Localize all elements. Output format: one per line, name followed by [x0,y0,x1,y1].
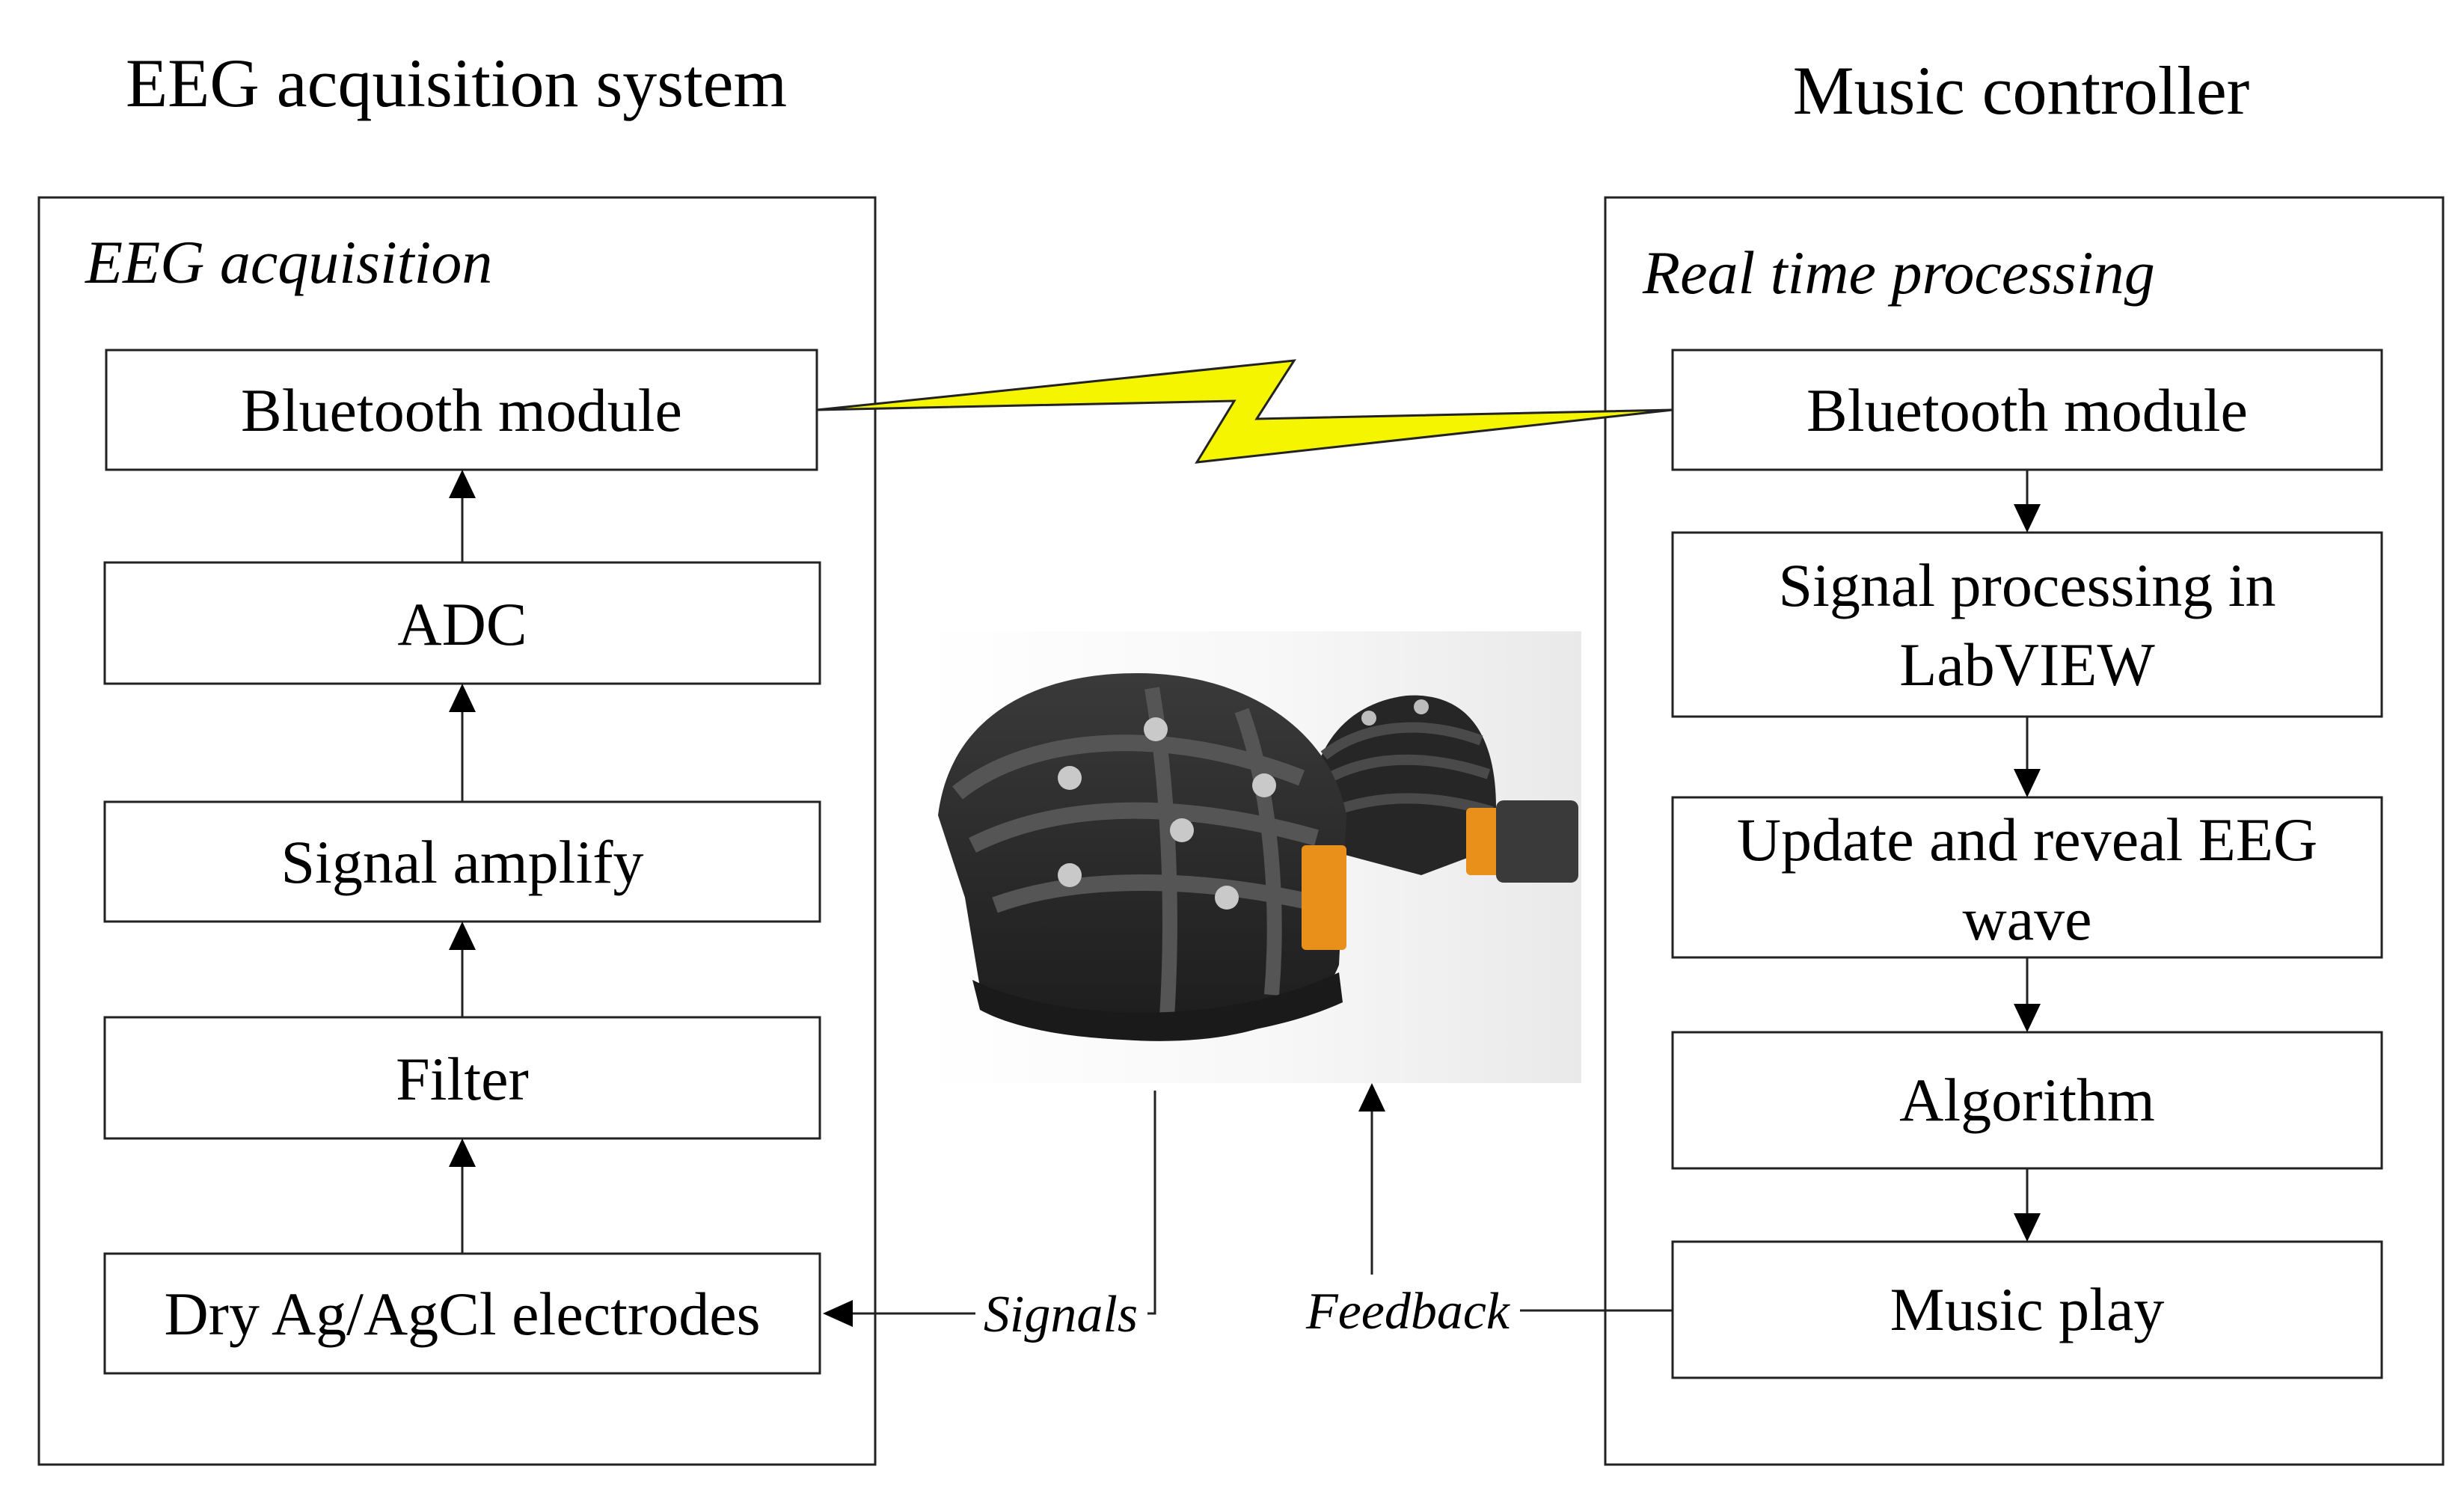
left-bluetooth-module-box [105,349,818,471]
filter-box [103,1016,821,1140]
electrodes-box [103,1252,821,1375]
algorithm-box [1671,1031,2383,1170]
adc-box [103,561,821,685]
wireless-lightning-link [816,359,1673,464]
left-bluetooth-module-label: Bluetooth module [241,376,682,444]
signals-label: Signals [984,1286,1138,1343]
signal-amplify-label: Signal amplify [281,828,643,896]
eeg-acquisition-panel-title: EEG acquisition [85,228,492,296]
right-bluetooth-module-label: Bluetooth module [1806,376,2248,444]
real-time-processing-panel [1604,196,2445,1466]
adc-label: ADC [397,590,527,658]
feedback-label: Feedback [1305,1283,1511,1340]
right-system-title: Music controller [1793,52,2250,129]
update-eeg-wave-label-line2: wave [1962,885,2091,953]
update-eeg-wave-label-line1: Update and reveal EEG [1737,806,2317,874]
signal-processing-label-line1: Signal processing in [1778,551,2275,619]
feedback-connector [1358,1083,1673,1312]
music-play-box [1671,1240,2383,1379]
small-headset [1308,695,1578,883]
algorithm-label: Algorithm [1899,1066,2155,1134]
left-flow-arrows [449,470,476,1254]
eeg-headset-image [923,631,1581,1083]
left-system-title: EEG acquisition system [126,45,787,121]
real-time-processing-panel-title: Real time processing [1642,239,2155,307]
filter-label: Filter [396,1045,529,1113]
music-play-label: Music play [1890,1275,2165,1343]
signal-processing-label-line2: LabVIEW [1899,631,2155,699]
eeg-acquisition-panel [37,196,877,1466]
electrodes-label: Dry Ag/AgCl electrodes [164,1280,760,1348]
large-headset [938,673,1346,1041]
signal-processing-box [1671,531,2383,718]
right-flow-arrows [2014,470,2041,1242]
signals-connector [823,1091,1156,1327]
